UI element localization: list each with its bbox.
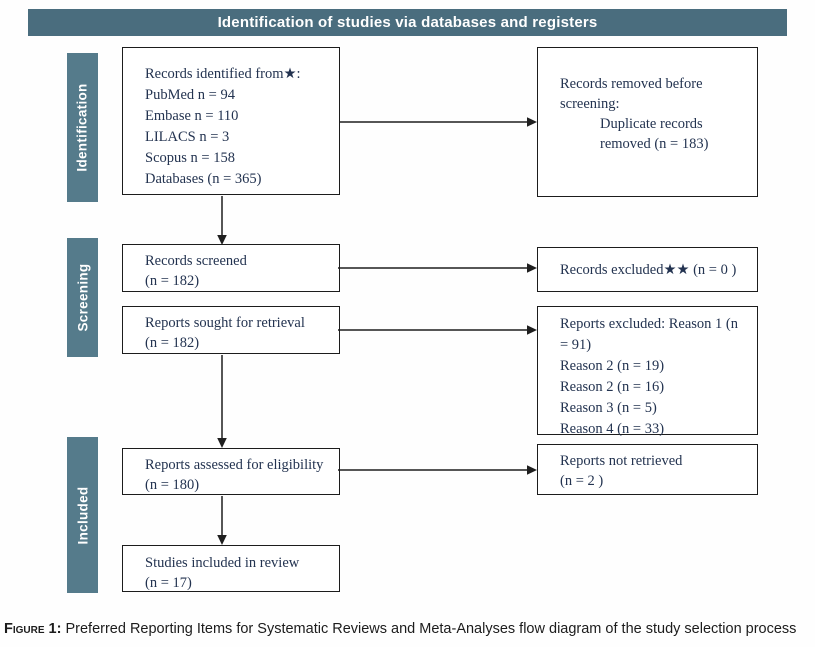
arrow-identified-to-removed <box>340 117 537 127</box>
stage-label-screening: Screening <box>75 263 91 332</box>
stage-label-included: Included <box>75 486 90 544</box>
box-line: (n = 17) <box>145 575 192 591</box>
box-line: Reports not retrieved <box>560 453 683 469</box>
box-line: Records screened <box>145 253 247 269</box>
box-line: Reason 2 (n = 16) <box>560 379 665 395</box>
box-reports-sought: Reports sought for retrieval (n = 182) <box>122 306 340 354</box>
box-line: Databases (n = 365) <box>145 171 262 187</box>
box-line: Reports assessed for eligibility <box>145 457 324 473</box>
arrow-sought-to-excluded <box>338 325 537 335</box>
box-reports-excluded: Reports excluded: Reason 1 (n = 91) Reas… <box>537 306 758 437</box>
arrow-assessed-to-not-retrieved <box>338 465 537 475</box>
box-records-screened: Records screened (n = 182) <box>122 244 340 292</box>
box-subline: Duplicate records removed (n = 183) <box>600 116 709 152</box>
box-records-removed: Records removed before screening: Duplic… <box>537 47 758 197</box>
arrow-screened-to-excluded <box>338 263 537 273</box>
box-line: (n = 182) <box>145 335 200 351</box>
stage-label-identification: Identification <box>75 83 91 172</box>
figure-caption-text: Preferred Reporting Items for Systematic… <box>61 621 797 637</box>
box-line: Records excluded★★ (n = 0 ) <box>560 262 737 278</box>
box-records-excluded: Records excluded★★ (n = 0 ) <box>537 247 758 292</box>
box-records-identified: Records identified from★: PubMed n = 94 … <box>122 47 340 195</box>
box-line: Reason 4 (n = 33) <box>560 421 665 437</box>
box-line: (n = 182) <box>145 273 200 289</box>
box-line: Reports sought for retrieval <box>145 315 305 331</box>
stage-bar-identification: Identification <box>67 53 98 202</box>
arrow-assessed-to-included <box>217 496 227 545</box>
box-line: Reason 2 (n = 19) <box>560 358 665 374</box>
header-title: Identification of studies via databases … <box>217 14 598 31</box>
box-studies-included: Studies included in review (n = 17) <box>122 545 340 592</box>
box-line: Embase n = 110 <box>145 108 239 124</box>
figure-caption: Figure 1: Preferred Reporting Items for … <box>4 621 812 637</box>
box-reports-assessed: Reports assessed for eligibility (n = 18… <box>122 448 340 495</box>
header-banner: Identification of studies via databases … <box>28 9 787 36</box>
arrow-sought-to-assessed <box>217 355 227 448</box>
box-line: Records removed before screening: <box>560 76 703 112</box>
box-line: LILACS n = 3 <box>145 129 230 145</box>
box-line: Scopus n = 158 <box>145 150 235 166</box>
box-line: PubMed n = 94 <box>145 87 235 103</box>
box-line: (n = 2 ) <box>560 473 604 489</box>
box-line: Records identified from★: <box>145 66 301 82</box>
arrow-identified-to-screened <box>217 196 227 245</box>
stage-bar-screening: Screening <box>67 238 98 357</box>
box-line: Reports excluded: Reason 1 (n = 91) <box>560 316 738 353</box>
box-line: Studies included in review <box>145 555 300 571</box>
figure-caption-label: Figure 1: <box>4 621 62 637</box>
box-reports-not-retrieved: Reports not retrieved (n = 2 ) <box>537 444 758 495</box>
stage-bar-included: Included <box>67 437 98 593</box>
box-line: Reason 3 (n = 5) <box>560 400 657 416</box>
box-line: (n = 180) <box>145 477 200 493</box>
